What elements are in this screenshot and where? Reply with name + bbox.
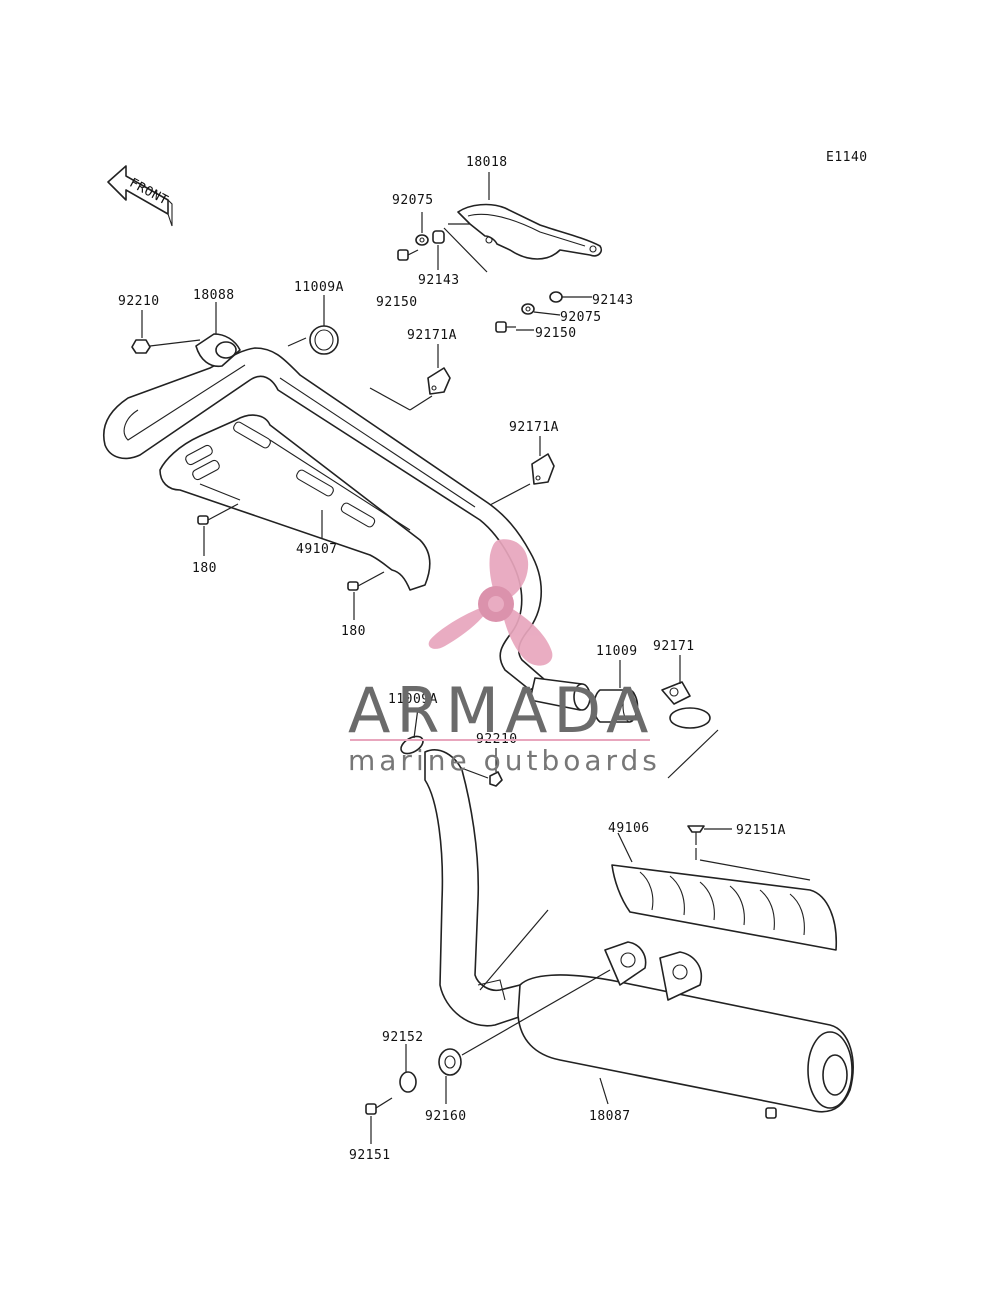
label-92075-a: 92075 <box>392 193 434 208</box>
label-92171: 92171 <box>653 639 695 654</box>
gasket-11009 <box>593 689 639 723</box>
label-92160: 92160 <box>425 1109 467 1124</box>
label-180-a: 180 <box>192 561 217 576</box>
rivet-92151A <box>687 825 705 845</box>
armada-logo-icon <box>428 539 553 666</box>
watermark-brand: ARMADA <box>348 674 654 747</box>
label-11009A-b: 11009A <box>388 692 438 707</box>
heat-guard-49107 <box>159 414 431 591</box>
clip-92171A-a <box>427 367 451 395</box>
watermark-underline <box>350 739 650 741</box>
label-92075-b: 92075 <box>560 310 602 325</box>
flange-18088 <box>195 333 241 368</box>
label-11009A-a: 11009A <box>294 280 344 295</box>
bolt-92150-b <box>495 321 516 333</box>
muffler-18087 <box>424 749 854 1119</box>
label-49107: 49107 <box>296 542 338 557</box>
washer-92075-b <box>521 303 535 315</box>
grommet-92160 <box>438 1048 462 1076</box>
label-92171A-a: 92171A <box>407 328 457 343</box>
nut-92210-b <box>489 771 503 787</box>
washer-92075-a <box>415 234 429 246</box>
label-92152: 92152 <box>382 1030 424 1045</box>
label-92150-a: 92150 <box>376 295 418 310</box>
screw-180-b <box>347 571 385 591</box>
label-92143-a: 92143 <box>418 273 460 288</box>
bracket-18018 <box>457 203 603 260</box>
label-18018: 18018 <box>466 155 508 170</box>
label-18087: 18087 <box>589 1109 631 1124</box>
bolt-92150-a <box>397 249 419 261</box>
gasket-11009A-a <box>309 325 339 355</box>
front-arrow-icon: FRONT <box>107 165 173 227</box>
label-11009: 11009 <box>596 644 638 659</box>
collar-92143-a <box>432 230 445 244</box>
label-92150-b: 92150 <box>535 326 577 341</box>
label-92151: 92151 <box>349 1148 391 1163</box>
bolt-92151 <box>365 1097 393 1115</box>
washer-92152 <box>399 1071 417 1093</box>
exhaust-pipe-upper <box>103 347 546 691</box>
label-92151A: 92151A <box>736 823 786 838</box>
collar-92143-b <box>549 291 563 303</box>
label-92171A-b: 92171A <box>509 420 559 435</box>
nut-92210-a <box>131 339 151 354</box>
pipe-joint <box>529 677 591 711</box>
label-92210-a: 92210 <box>118 294 160 309</box>
heat-guard-49106 <box>611 864 838 951</box>
label-92143-b: 92143 <box>592 293 634 308</box>
screw-180-a <box>197 503 239 525</box>
watermark-tagline: marine outboards <box>348 744 661 777</box>
diagram-code: E1140 <box>826 150 868 165</box>
label-180-b: 180 <box>341 624 366 639</box>
clamp-92171 <box>661 681 711 729</box>
label-49106: 49106 <box>608 821 650 836</box>
clip-92171A-b <box>531 453 555 485</box>
label-18088: 18088 <box>193 288 235 303</box>
